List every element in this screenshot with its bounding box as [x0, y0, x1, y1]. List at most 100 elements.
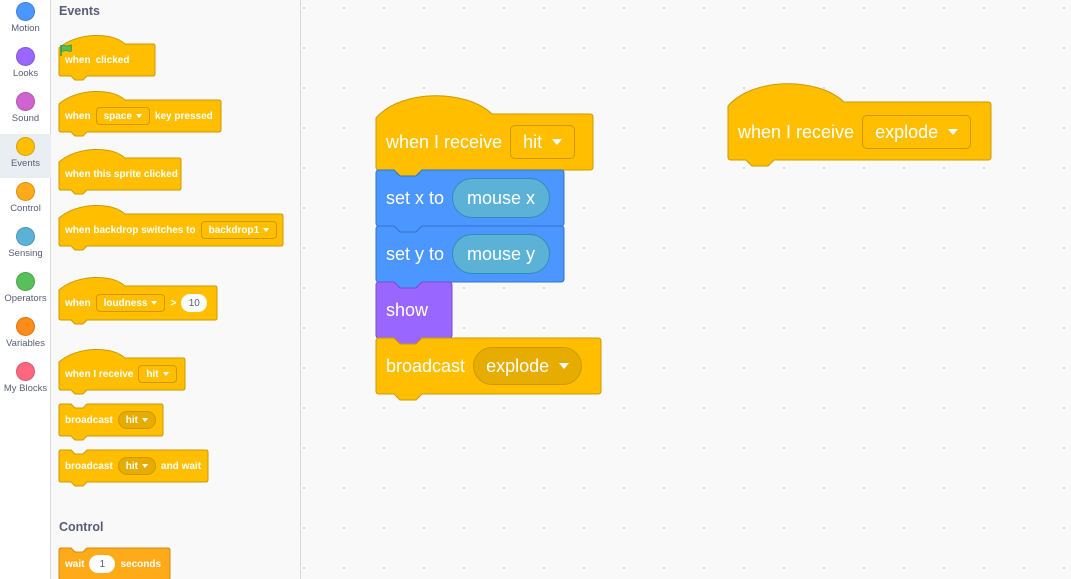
looks-dot-icon — [16, 47, 35, 66]
category-events[interactable]: Events — [0, 134, 51, 178]
hat-block-shape — [58, 34, 156, 81]
dropdown-value: loudness — [103, 297, 148, 309]
caret-down-icon — [142, 418, 149, 422]
block-text: set y to — [386, 243, 445, 264]
category-label: Operators — [4, 293, 47, 304]
seconds-input[interactable]: 1 — [89, 555, 116, 573]
block-text: broadcast — [65, 414, 113, 426]
category-sensing[interactable]: Sensing — [0, 225, 51, 269]
dropdown-value: hit — [125, 414, 139, 426]
block-text: key pressed — [154, 110, 213, 122]
block-text: when — [65, 297, 91, 309]
myblocks-dot-icon — [16, 362, 35, 381]
category-label: Control — [10, 203, 41, 214]
caret-down-icon — [142, 464, 149, 468]
backdrop-dropdown[interactable]: backdrop1 — [200, 221, 278, 239]
when-i-receive-explode-block[interactable]: when I receive explode — [727, 83, 992, 170]
category-sound[interactable]: Sound — [0, 90, 51, 134]
block-text: set x to — [386, 187, 445, 208]
block-text: when — [65, 110, 91, 122]
when-i-receive-hit-block[interactable]: when I receive hit — [375, 95, 594, 177]
motion-dot-icon — [16, 2, 35, 21]
broadcast-explode-block[interactable]: broadcast explode — [375, 337, 602, 404]
sound-dot-icon — [16, 92, 35, 111]
sensing-dot-icon — [16, 227, 35, 246]
mouse-y-reporter[interactable]: mouse y — [452, 234, 551, 274]
message-dropdown[interactable]: hit — [117, 411, 157, 429]
block-text: when backdrop switches to — [65, 224, 196, 236]
set-x-block[interactable]: set x to mouse x — [375, 169, 565, 233]
block-palette: Events when clicked when space key press… — [51, 0, 301, 579]
category-my-blocks[interactable]: My Blocks — [0, 360, 51, 404]
caret-down-icon — [135, 114, 142, 118]
dropdown-value: hit — [523, 131, 543, 152]
category-variables[interactable]: Variables — [0, 315, 51, 359]
block-text: clicked — [95, 54, 130, 66]
when-key-pressed-block[interactable]: when space key pressed — [58, 90, 222, 137]
caret-down-icon — [151, 301, 158, 305]
message-dropdown[interactable]: explode — [862, 115, 972, 149]
dropdown-value: explode — [875, 121, 939, 142]
caret-down-icon — [948, 129, 959, 135]
message-dropdown[interactable]: hit — [117, 457, 157, 475]
category-label: Sensing — [8, 248, 43, 259]
mouse-x-reporter[interactable]: mouse x — [452, 178, 551, 218]
category-label: My Blocks — [3, 383, 48, 394]
category-label: Looks — [12, 68, 39, 79]
variables-dot-icon — [16, 317, 35, 336]
block-text: when — [65, 54, 91, 66]
caret-down-icon — [162, 372, 169, 376]
category-operators[interactable]: Operators — [0, 270, 51, 314]
control-section-title: Control — [59, 520, 104, 534]
block-text: seconds — [120, 558, 162, 570]
threshold-input[interactable]: 10 — [181, 294, 208, 312]
message-dropdown[interactable]: explode — [473, 347, 583, 385]
message-dropdown[interactable]: hit — [510, 125, 576, 159]
key-dropdown[interactable]: space — [95, 107, 150, 125]
block-text: when I receive — [386, 131, 503, 152]
block-text: and wait — [161, 460, 202, 472]
when-sprite-clicked-block[interactable]: when this sprite clicked — [58, 148, 182, 195]
when-backdrop-switches-block[interactable]: when backdrop switches to backdrop1 — [58, 204, 284, 251]
broadcast-block[interactable]: broadcast hit — [58, 403, 164, 441]
events-section-title: Events — [59, 4, 100, 18]
events-dot-icon — [16, 137, 35, 156]
operators-dot-icon — [16, 272, 35, 291]
sensor-dropdown[interactable]: loudness — [95, 294, 166, 312]
category-motion[interactable]: Motion — [0, 0, 51, 44]
block-text: broadcast — [386, 355, 466, 376]
dropdown-value: hit — [125, 460, 139, 472]
category-label: Sound — [11, 113, 40, 124]
broadcast-and-wait-block[interactable]: broadcast hit and wait — [58, 449, 209, 487]
when-i-receive-block[interactable]: when I receive hit — [58, 348, 186, 395]
set-y-block[interactable]: set y to mouse y — [375, 225, 565, 289]
block-text: broadcast — [65, 460, 113, 472]
block-text: show — [386, 299, 429, 320]
hat-block-shape — [58, 148, 182, 195]
block-text: when I receive — [65, 368, 134, 380]
dropdown-value: hit — [146, 368, 159, 380]
message-dropdown[interactable]: hit — [138, 365, 177, 383]
dropdown-value: explode — [486, 355, 550, 376]
when-flag-clicked-block[interactable]: when clicked — [58, 34, 156, 81]
dropdown-value: backdrop1 — [208, 224, 260, 236]
category-label: Events — [10, 158, 41, 169]
show-block[interactable]: show — [375, 281, 453, 345]
caret-down-icon — [559, 363, 570, 369]
wait-seconds-block[interactable]: wait 1 seconds — [58, 547, 171, 579]
dropdown-value: space — [103, 110, 132, 122]
category-label: Motion — [11, 23, 40, 34]
caret-down-icon — [263, 228, 270, 232]
control-dot-icon — [16, 182, 35, 201]
caret-down-icon — [552, 139, 563, 145]
operator-text: > — [170, 297, 177, 309]
block-text: when this sprite clicked — [65, 168, 178, 180]
category-control[interactable]: Control — [0, 180, 51, 224]
category-label: Variables — [6, 338, 45, 349]
block-text: wait — [65, 558, 85, 570]
script-workspace[interactable]: when I receive hit set x to mouse x set … — [302, 0, 1071, 579]
category-menu: Motion Looks Sound Events Control Sensin… — [0, 0, 51, 579]
green-flag-icon — [60, 44, 72, 56]
when-loudness-block[interactable]: when loudness > 10 — [58, 276, 218, 325]
category-looks[interactable]: Looks — [0, 45, 51, 89]
